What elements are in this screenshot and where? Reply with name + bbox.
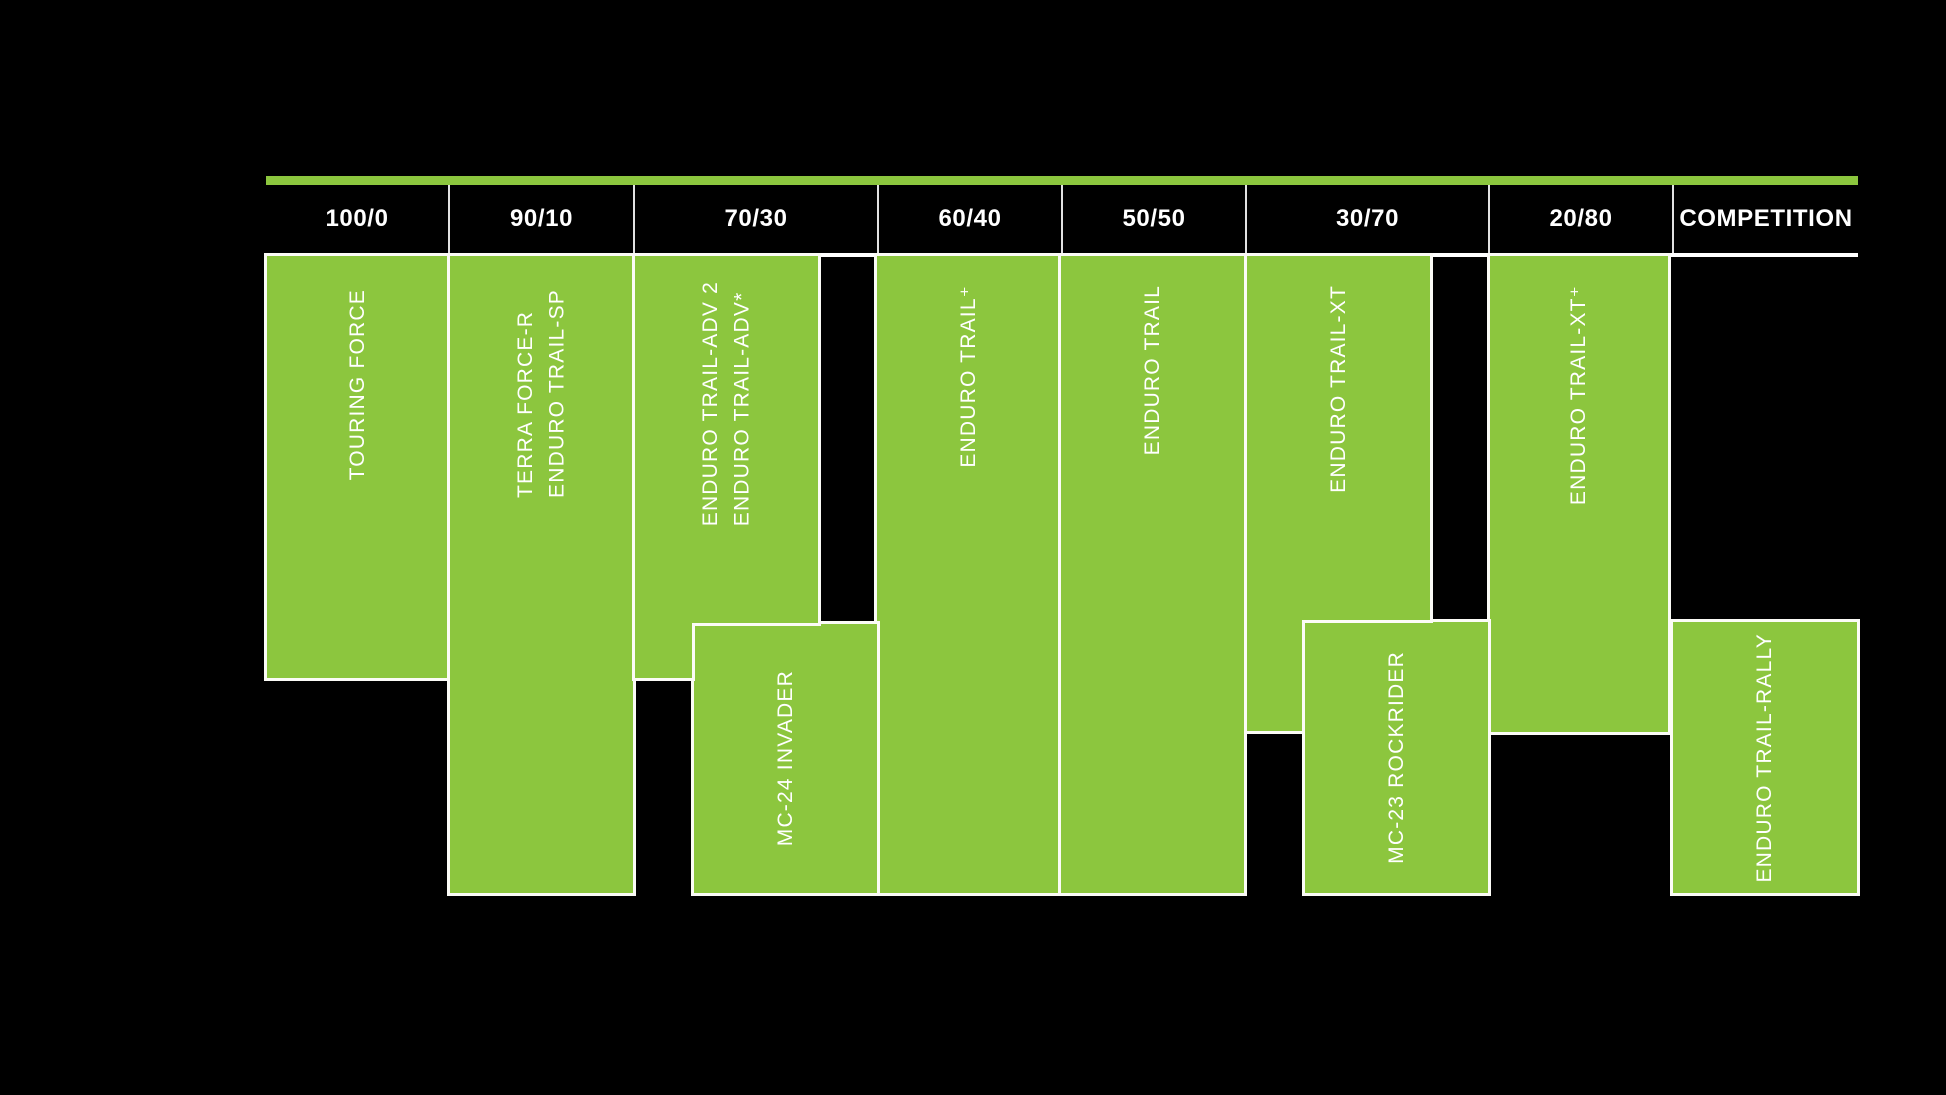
accent-bar — [266, 176, 1858, 185]
header-cell-30-70: 30/70 — [1245, 185, 1488, 253]
header-cell-50-50: 50/50 — [1061, 185, 1245, 253]
block-terra-force-r — [447, 253, 636, 896]
block-enduro-trail-plus — [874, 253, 1063, 896]
header-cell-100-0: 100/0 — [266, 185, 448, 253]
block-enduro-trail-xt-shape — [1244, 253, 1433, 734]
header-cell-20-80: 20/80 — [1488, 185, 1672, 253]
block-mc23-rockrider — [1302, 619, 1491, 896]
block-enduro-trail-xt-plus — [1487, 253, 1671, 735]
enduro-trail-adv-polygon — [632, 253, 821, 681]
header-cell-70-30: 70/30 — [633, 185, 877, 253]
block-enduro-trail-rally — [1670, 619, 1860, 896]
header-cell-60-40: 60/40 — [877, 185, 1061, 253]
block-mc24-invader — [691, 621, 880, 896]
block-touring-force — [264, 253, 451, 681]
block-enduro-trail-adv-shape — [632, 253, 821, 681]
enduro-trail-xt-polygon — [1244, 253, 1433, 734]
header-cell-competition: COMPETITION — [1672, 185, 1858, 253]
ratio-header-row: 100/0 90/10 70/30 60/40 50/50 30/70 20/8… — [266, 185, 1858, 253]
header-cell-90-10: 90/10 — [448, 185, 633, 253]
block-enduro-trail — [1058, 253, 1247, 896]
